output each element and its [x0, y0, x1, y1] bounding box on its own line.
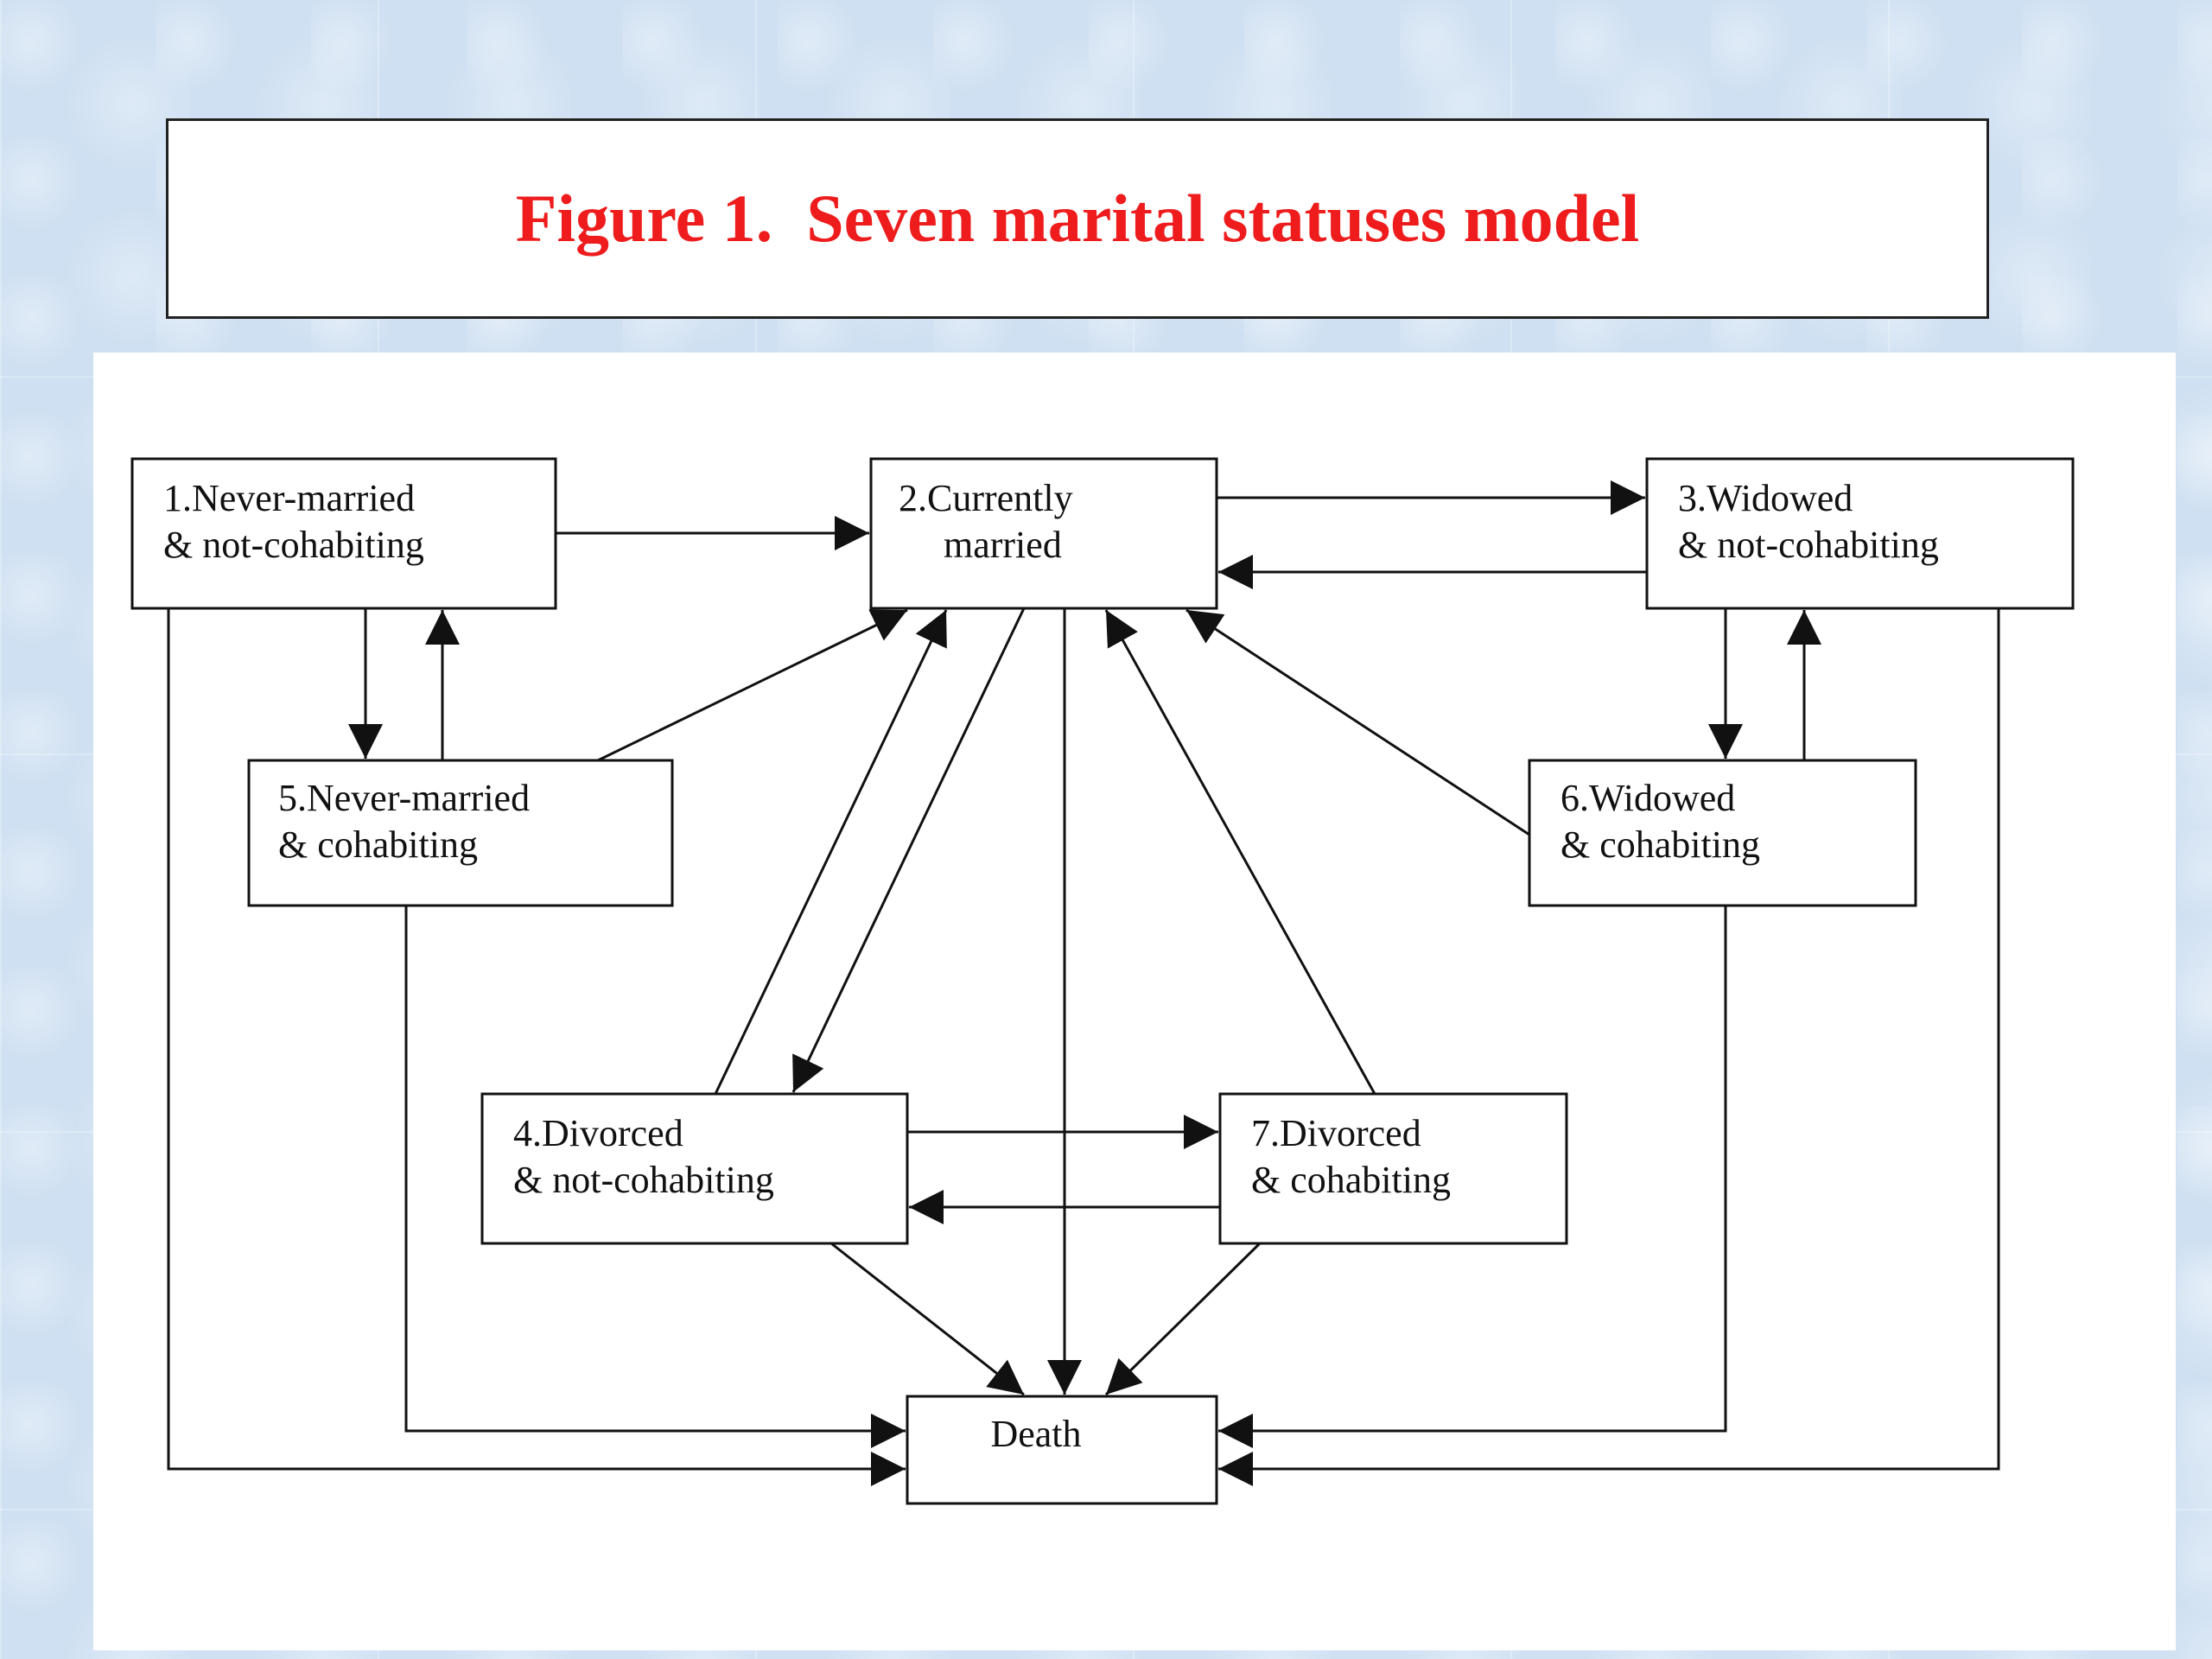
arrow-n4-death [830, 1242, 1025, 1396]
node-label-line: & not-cohabiting [1678, 524, 1939, 566]
node-label-line: 1.Never-married [163, 477, 415, 519]
node-label-line: 4.Divorced [513, 1112, 683, 1154]
arrow-n6-n2 [1185, 608, 1530, 836]
node-label-line: 2.Currently [899, 477, 1073, 519]
node-n1: 1.Never-married & not-cohabiting [130, 457, 557, 610]
node-box [906, 1395, 1218, 1505]
node-label-line: & not-cohabiting [163, 524, 424, 566]
node-label-line: & cohabiting [278, 823, 478, 866]
node-label-line: married [944, 524, 1062, 566]
arrow-n7-n2 [1104, 609, 1376, 1095]
node-death: Death [906, 1395, 1218, 1505]
node-box [869, 457, 1218, 610]
node-box [1528, 759, 1917, 907]
node-label-line: 3.Widowed [1678, 477, 1853, 519]
arrow-n4-n2 [714, 609, 948, 1095]
node-label-line: & cohabiting [1560, 823, 1760, 866]
arrow-n7-death [1104, 1242, 1262, 1396]
arrow-n6-death [1218, 906, 1727, 1448]
node-label-line: 6.Widowed [1560, 777, 1735, 819]
arrow-n2-n4 [791, 607, 1026, 1093]
figure-title-box: Figure 1. Seven marital statuses model [166, 118, 1989, 319]
node-n3: 3.Widowed & not-cohabiting [1645, 457, 2075, 610]
node-label-line: & cohabiting [1251, 1159, 1451, 1201]
node-n5: 5.Never-married& cohabiting [247, 759, 674, 907]
node-label-line: 5.Never-married [278, 777, 530, 819]
node-n7: 7.Divorced & cohabiting [1218, 1092, 1568, 1245]
node-n4: 4.Divorced & not-cohabiting [480, 1092, 909, 1245]
node-box [130, 457, 557, 610]
arrow-n5-n2 [597, 608, 908, 762]
arrow-n3-death [1218, 608, 2000, 1486]
node-n6: 6.Widowed& cohabiting [1528, 759, 1917, 907]
node-box [1645, 457, 2075, 610]
node-box [247, 759, 674, 907]
arrow-n5-death [404, 906, 906, 1448]
node-label-line: 7.Divorced [1251, 1112, 1421, 1154]
node-n2: 2.Currently married [869, 457, 1218, 610]
node-box [1218, 1092, 1568, 1245]
node-label-line: Death [990, 1413, 1081, 1455]
figure-title: Figure 1. Seven marital statuses model [515, 181, 1640, 256]
node-box [480, 1092, 909, 1245]
arrow-n1-death [167, 608, 906, 1486]
node-label-line: & not-cohabiting [513, 1159, 774, 1201]
